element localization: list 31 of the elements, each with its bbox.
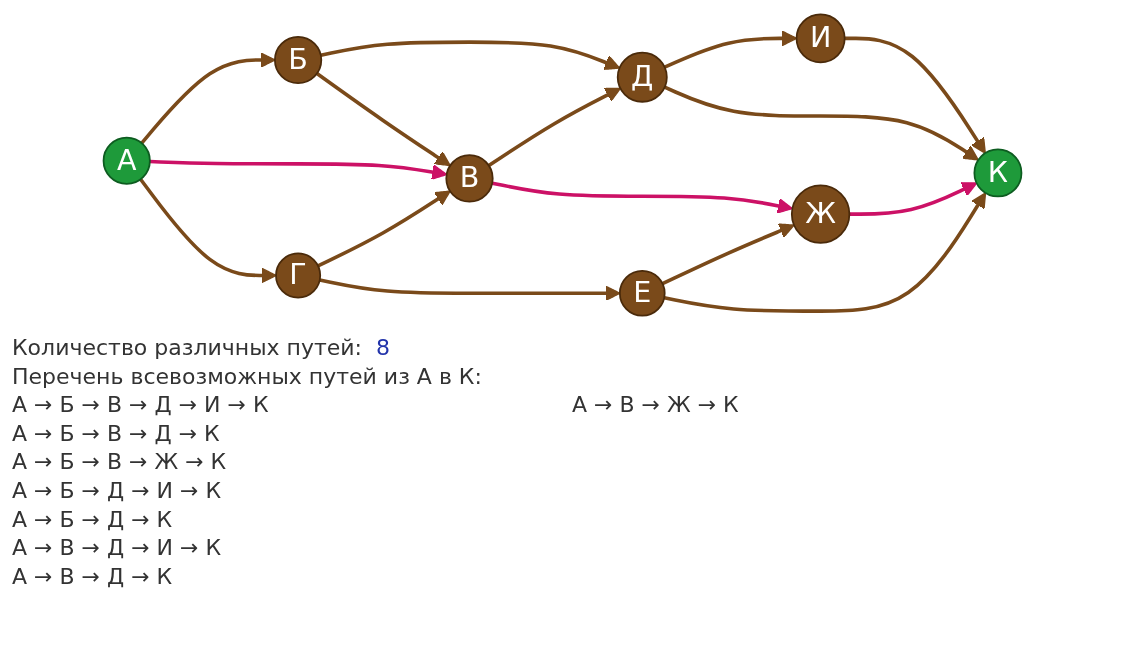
node-circle: И	[795, 13, 846, 64]
path-text: А → В → Ж → К	[572, 391, 740, 420]
path-text: А → В → Д → И → К	[12, 534, 223, 563]
arrow	[139, 178, 277, 284]
arrow	[661, 223, 795, 286]
node-circle: К	[973, 148, 1023, 198]
arrow	[663, 85, 979, 161]
node-circle: А	[102, 136, 151, 185]
arrow	[320, 40, 621, 71]
path-text: А → Б → Д → И → К	[12, 476, 223, 505]
path-text: А → Б → В → Д → К	[12, 419, 221, 448]
node-circle: В	[445, 154, 494, 203]
arrow	[315, 72, 451, 167]
node-circle: Г	[275, 252, 322, 299]
path-text: А → В → Д → К	[12, 562, 174, 591]
arrow	[849, 182, 978, 216]
path-text: А → Б → Д → К	[12, 505, 174, 534]
arrow	[663, 192, 987, 313]
node-circle: Б	[274, 35, 323, 85]
path-count: 8	[376, 335, 391, 360]
arrow	[317, 190, 451, 268]
arrow	[487, 87, 622, 168]
node-circle: Д	[616, 51, 668, 103]
heading-text: Перечень всевозможных путей из А в К:	[12, 362, 483, 391]
path-text: А → Б → В → Д → И → К	[12, 391, 270, 420]
node-circle: Ж	[790, 184, 851, 244]
path-text: А → Б → В → Ж → К	[12, 448, 228, 477]
arrow	[844, 36, 986, 154]
node-circle: Е	[618, 269, 666, 317]
heading-text: Количество различных путей:	[12, 335, 363, 360]
arrow	[149, 159, 448, 180]
